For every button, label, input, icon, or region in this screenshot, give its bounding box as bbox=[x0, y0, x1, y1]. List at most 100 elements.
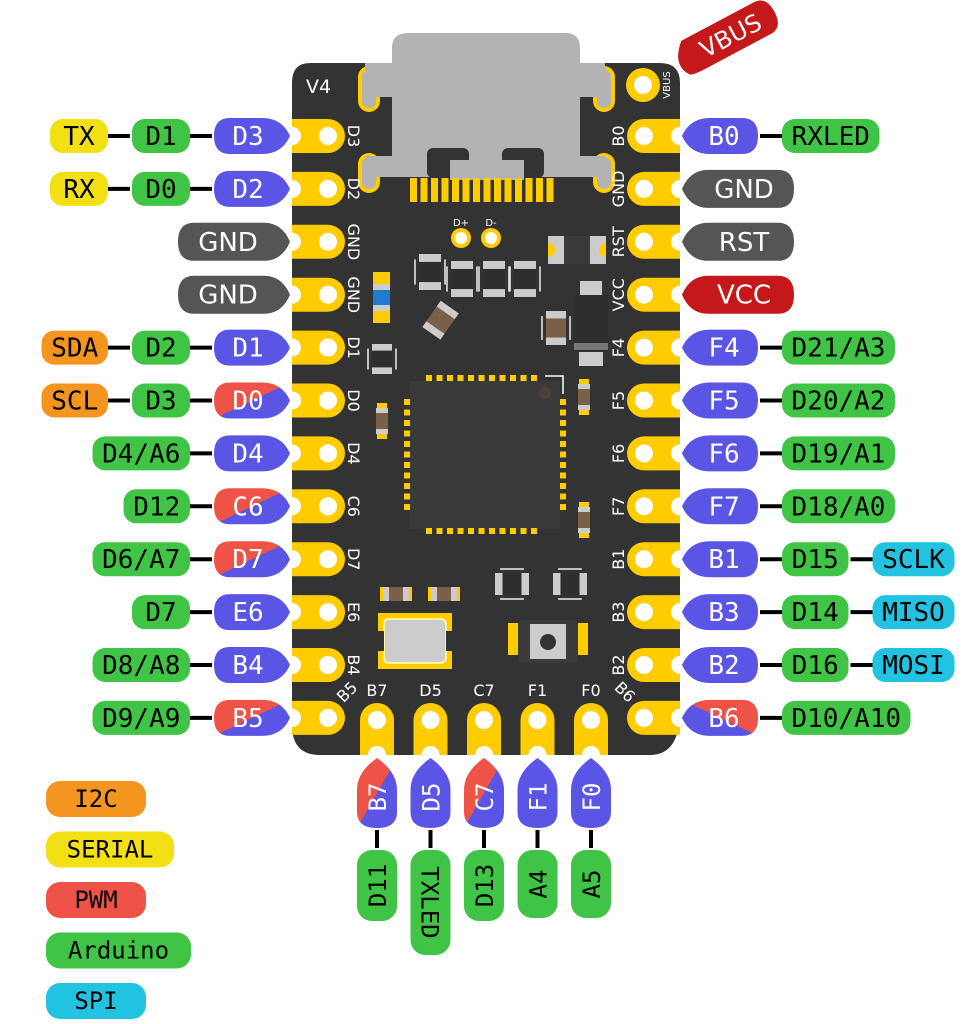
header-pin-vcc[interactable]: VCC bbox=[609, 277, 689, 312]
usb-contact-pad bbox=[410, 178, 417, 202]
label-text: D8/A8 bbox=[102, 651, 180, 681]
label-arduino-d20-a2[interactable]: D20/A2 bbox=[782, 383, 895, 418]
header-pin-gnd[interactable]: GND bbox=[609, 171, 689, 208]
reset-button[interactable] bbox=[508, 620, 588, 663]
port-tag-c6[interactable]: C6 bbox=[214, 488, 290, 525]
header-pin-d4[interactable]: D4 bbox=[283, 436, 363, 471]
label-arduino-d1[interactable]: D1 bbox=[132, 119, 190, 153]
label-serial-tx[interactable]: TX bbox=[50, 119, 108, 153]
label-arduino-d15[interactable]: D15 bbox=[782, 542, 849, 577]
label-arduino-rxled[interactable]: RXLED bbox=[782, 119, 880, 153]
port-tag-f0[interactable]: F0 bbox=[571, 758, 611, 828]
pin-tag-gnd[interactable]: GND bbox=[682, 169, 794, 208]
label-arduino-d13[interactable]: D13 bbox=[464, 850, 504, 921]
vbus-tag[interactable]: VBUS bbox=[670, 0, 783, 79]
label-arduino-d10-a10[interactable]: D10/A10 bbox=[782, 700, 911, 735]
label-arduino-d12[interactable]: D12 bbox=[123, 489, 191, 524]
port-tag-bg bbox=[682, 382, 758, 419]
vbus-pad[interactable]: VBUS bbox=[626, 68, 673, 102]
label-arduino-a5[interactable]: A5 bbox=[571, 850, 611, 918]
header-pin-d5[interactable]: D5 bbox=[413, 681, 448, 764]
port-tag-d3[interactable]: D3 bbox=[214, 118, 290, 154]
port-tag-b2[interactable]: B2 bbox=[682, 647, 758, 683]
label-arduino-d6-a7[interactable]: D6/A7 bbox=[92, 542, 191, 577]
label-arduino-d3[interactable]: D3 bbox=[132, 383, 190, 418]
header-pin-gnd[interactable]: GND bbox=[283, 276, 363, 313]
port-tag-d0[interactable]: D0 bbox=[214, 382, 290, 419]
port-tag-d5[interactable]: D5 bbox=[410, 758, 451, 828]
port-tag-b1[interactable]: B1 bbox=[682, 541, 758, 578]
header-pin-d7[interactable]: D7 bbox=[283, 542, 363, 577]
port-tag-b6[interactable]: B6 bbox=[682, 699, 758, 736]
silkscreen-label: C6 bbox=[344, 496, 363, 517]
port-tag-b4[interactable]: B4 bbox=[214, 647, 290, 683]
label-spi-miso[interactable]: MISO bbox=[872, 595, 955, 630]
label-bg bbox=[872, 595, 955, 630]
pin-tag-gnd[interactable]: GND bbox=[178, 222, 290, 261]
label-arduino-a4[interactable]: A4 bbox=[517, 850, 558, 918]
usb-contact-pad bbox=[462, 178, 470, 202]
label-i2c-sda[interactable]: SDA bbox=[41, 330, 109, 365]
header-pin-b7[interactable]: B7 bbox=[360, 681, 394, 764]
port-tag-f1[interactable]: F1 bbox=[517, 758, 558, 828]
label-arduino-d19-a1[interactable]: D19/A1 bbox=[782, 436, 895, 471]
port-tag-c7[interactable]: C7 bbox=[464, 758, 504, 828]
label-text: D2 bbox=[145, 334, 176, 364]
port-tag-b7[interactable]: B7 bbox=[357, 758, 397, 828]
port-tag-b5[interactable]: B5 bbox=[214, 699, 290, 736]
pin-tag-vcc[interactable]: VCC bbox=[682, 275, 794, 314]
pin-tag-text: GND bbox=[198, 281, 258, 311]
label-arduino-txled[interactable]: TXLED bbox=[410, 850, 451, 955]
port-tag-f4[interactable]: F4 bbox=[682, 329, 758, 366]
label-arduino-d0[interactable]: D0 bbox=[132, 171, 190, 206]
silkscreen-label: D4 bbox=[344, 442, 363, 465]
header-pin-rst[interactable]: RST bbox=[609, 224, 689, 259]
header-pin-b0[interactable]: B0 bbox=[609, 119, 689, 153]
pin-tag-rst[interactable]: RST bbox=[682, 222, 794, 261]
label-arduino-d7[interactable]: D7 bbox=[132, 595, 190, 630]
port-tag-d1[interactable]: D1 bbox=[214, 329, 290, 366]
label-arduino-d21-a3[interactable]: D21/A3 bbox=[782, 330, 895, 365]
label-arduino-d16[interactable]: D16 bbox=[782, 648, 849, 682]
label-arduino-d4-a6[interactable]: D4/A6 bbox=[92, 436, 191, 471]
port-tag-b0[interactable]: B0 bbox=[682, 118, 758, 154]
regulator bbox=[574, 281, 608, 366]
label-arduino-d2[interactable]: D2 bbox=[132, 330, 190, 365]
header-pin-f6[interactable]: F6 bbox=[609, 436, 689, 471]
label-spi-sclk[interactable]: SCLK bbox=[872, 542, 955, 577]
port-tag-bg bbox=[682, 435, 758, 472]
port-tag-b3[interactable]: B3 bbox=[682, 594, 758, 631]
header-pin-c7[interactable]: C7 bbox=[467, 681, 501, 764]
label-arduino-d14[interactable]: D14 bbox=[782, 595, 849, 630]
header-pin-f0[interactable]: F0 bbox=[574, 681, 608, 764]
port-tag-bg bbox=[682, 647, 758, 683]
port-tag-d2[interactable]: D2 bbox=[214, 170, 290, 207]
label-text: D12 bbox=[133, 492, 180, 522]
label-arduino-d18-a0[interactable]: D18/A0 bbox=[782, 489, 895, 524]
port-tag-f5[interactable]: F5 bbox=[682, 382, 758, 419]
label-spi-mosi[interactable]: MOSI bbox=[872, 648, 955, 682]
port-tag-f6[interactable]: F6 bbox=[682, 435, 758, 472]
capacitor bbox=[578, 502, 590, 538]
header-pin-gnd[interactable]: GND bbox=[283, 223, 363, 260]
port-tag-bg bbox=[517, 758, 558, 828]
label-text: D9/A9 bbox=[102, 704, 180, 734]
header-pin-f1[interactable]: F1 bbox=[520, 681, 555, 764]
header-pin-b2[interactable]: B2 bbox=[609, 648, 689, 682]
header-pin-b1[interactable]: B1 bbox=[609, 542, 689, 577]
pad-hole bbox=[635, 391, 653, 410]
pad bbox=[292, 595, 345, 630]
port-tag-d4[interactable]: D4 bbox=[214, 435, 290, 472]
label-serial-rx[interactable]: RX bbox=[50, 171, 108, 206]
legend-swatch bbox=[46, 831, 174, 868]
label-arduino-d11[interactable]: D11 bbox=[357, 850, 397, 921]
port-tag-d7[interactable]: D7 bbox=[214, 541, 290, 578]
label-arduino-d8-a8[interactable]: D8/A8 bbox=[92, 648, 191, 682]
port-tag-f7[interactable]: F7 bbox=[682, 488, 758, 525]
pin-tag-gnd[interactable]: GND bbox=[178, 275, 290, 314]
header-pin-d2[interactable]: D2 bbox=[283, 171, 363, 206]
label-i2c-scl[interactable]: SCL bbox=[41, 383, 109, 418]
port-tag-e6[interactable]: E6 bbox=[214, 594, 290, 631]
label-arduino-d9-a9[interactable]: D9/A9 bbox=[92, 700, 191, 735]
port-tag-text: B0 bbox=[708, 122, 739, 152]
